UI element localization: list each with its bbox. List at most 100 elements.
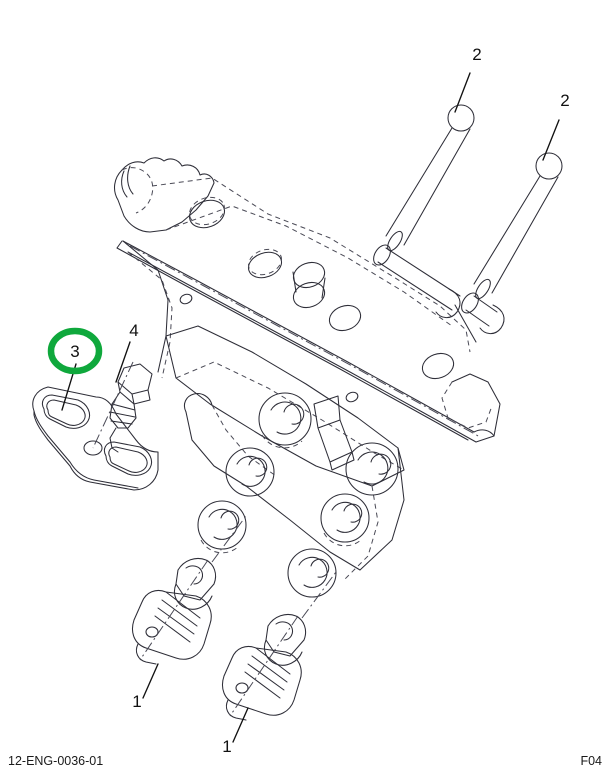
push-rod-left-lower-b xyxy=(377,261,453,311)
push-rod-right-ball xyxy=(535,152,563,180)
lifter-right-dome xyxy=(265,613,307,657)
push-rod-right-cup-bottom xyxy=(479,304,505,335)
bore-a-hidden xyxy=(261,434,303,449)
head-left-wall xyxy=(122,240,169,373)
head-top-bolt-bosses xyxy=(179,196,455,403)
bore-f-outer xyxy=(287,548,337,598)
lifter-bore-a xyxy=(258,392,312,449)
lifter-left-oil-hole xyxy=(145,626,159,638)
head-rail-mid-edge xyxy=(127,251,477,443)
lifter-right-centerline xyxy=(229,615,299,717)
bore-b-swirl xyxy=(248,457,268,477)
head-lower-left-step xyxy=(183,393,213,413)
bolt-boss-2 xyxy=(247,251,283,279)
callout-number-3[interactable]: 3 xyxy=(70,342,79,361)
push-rod-left-cup-bottom xyxy=(435,288,461,319)
bore-c-swirl xyxy=(220,510,240,530)
callout-number-4[interactable]: 4 xyxy=(129,321,138,340)
small-pin-hole-2 xyxy=(345,391,359,403)
head-lower-right-wall-hidden xyxy=(343,485,379,581)
head-lower-left-edge xyxy=(185,411,247,487)
head-right-flange-hidden xyxy=(441,381,493,429)
head-left-wall-hidden xyxy=(127,251,173,379)
bolt-boss-4 xyxy=(328,304,362,332)
lifter-right-body xyxy=(221,645,302,716)
lifter-bore-e xyxy=(320,493,370,547)
bore-c-inner xyxy=(208,508,238,540)
lifter-right-to-bore xyxy=(301,571,337,619)
push-rod-left-lower-a xyxy=(385,247,461,297)
rocker-pedestal-base xyxy=(329,451,355,471)
valve-lifter-right xyxy=(221,571,337,721)
head-lower-left-edge-hidden xyxy=(211,404,277,477)
bore-a-outer xyxy=(258,392,312,446)
lifter-left-bottom xyxy=(135,643,157,665)
leader-2b xyxy=(542,119,560,161)
bore-a-swirl xyxy=(283,403,305,425)
push-rod-left-tip xyxy=(454,304,477,343)
valve-lifter-left xyxy=(131,515,247,665)
leader-2a xyxy=(454,72,471,113)
bore-f-inner xyxy=(298,556,328,588)
lifter-retainer-plate xyxy=(32,386,159,491)
push-rod-right xyxy=(461,152,563,335)
hex-head-bolt xyxy=(92,361,153,453)
head-top-hidden-edge xyxy=(151,177,471,353)
bore-e-swirl xyxy=(343,503,363,523)
bore-c-hidden xyxy=(200,539,240,554)
callout-numbers: 1 1 2 2 3 4 xyxy=(70,45,569,756)
lifter-bore-seats xyxy=(197,392,399,598)
retainer-plate-front-edge xyxy=(33,410,139,489)
figure-code-label: F04 xyxy=(580,754,602,768)
callout-number-1b[interactable]: 1 xyxy=(222,737,231,756)
lifter-right-oil-hole xyxy=(235,682,249,694)
callout-number-2b[interactable]: 2 xyxy=(560,91,569,110)
push-rod-right-shaft-a xyxy=(473,175,541,285)
bore-b-outer xyxy=(225,447,275,497)
lifter-left-dome xyxy=(175,557,217,601)
bore-d-outer xyxy=(345,442,399,496)
drawing-number-label: 12-ENG-0036-01 xyxy=(8,754,103,768)
push-rod-left-shaft-a xyxy=(385,127,453,237)
push-rod-right-shaft-b xyxy=(491,176,559,294)
lifter-right-bottom xyxy=(225,699,247,721)
bolt-boss-3-bottom xyxy=(292,281,326,309)
head-lower-deck xyxy=(165,325,405,487)
head-rail-top-edge xyxy=(122,240,475,433)
push-rod-right-lower-a xyxy=(473,295,498,313)
bolt-thread-lines xyxy=(109,403,136,425)
head-right-flange xyxy=(451,373,501,437)
highlight-ellipse-part-3 xyxy=(47,327,103,375)
lifter-right-dome-notch xyxy=(275,621,294,641)
bolt-boss-1-hidden xyxy=(189,196,225,226)
lifter-left-grooves xyxy=(154,591,201,643)
bore-d-inner xyxy=(357,451,389,485)
rocker-pedestal-top xyxy=(313,395,341,429)
lifter-bore-d xyxy=(345,442,399,496)
retainer-slot-left xyxy=(41,394,91,429)
lifter-bore-b xyxy=(225,447,275,497)
push-rod-left-cup-top xyxy=(373,244,391,266)
callout-number-1a[interactable]: 1 xyxy=(132,692,141,711)
lifter-left-body xyxy=(131,589,212,660)
retainer-slot-left-inner xyxy=(46,399,86,426)
bolt-boss-1 xyxy=(188,199,226,229)
push-rod-left xyxy=(373,104,477,343)
bolt-centerline xyxy=(92,361,134,449)
lifter-bore-f xyxy=(287,548,337,598)
bolt-boss-5 xyxy=(421,352,455,380)
head-right-flange-edge xyxy=(475,435,495,443)
head-rail-low-edge xyxy=(116,247,469,441)
bore-a-inner xyxy=(270,401,302,435)
head-left-boss-hidden xyxy=(121,167,154,214)
push-rod-left-ball xyxy=(447,104,475,132)
retainer-plate-outline xyxy=(32,386,159,491)
callout-number-2a[interactable]: 2 xyxy=(472,45,481,64)
head-rail-left-cap xyxy=(116,240,123,249)
head-top-hidden-edge2 xyxy=(165,205,453,327)
bore-e-inner xyxy=(331,501,361,533)
head-bottom-edge xyxy=(245,485,361,571)
